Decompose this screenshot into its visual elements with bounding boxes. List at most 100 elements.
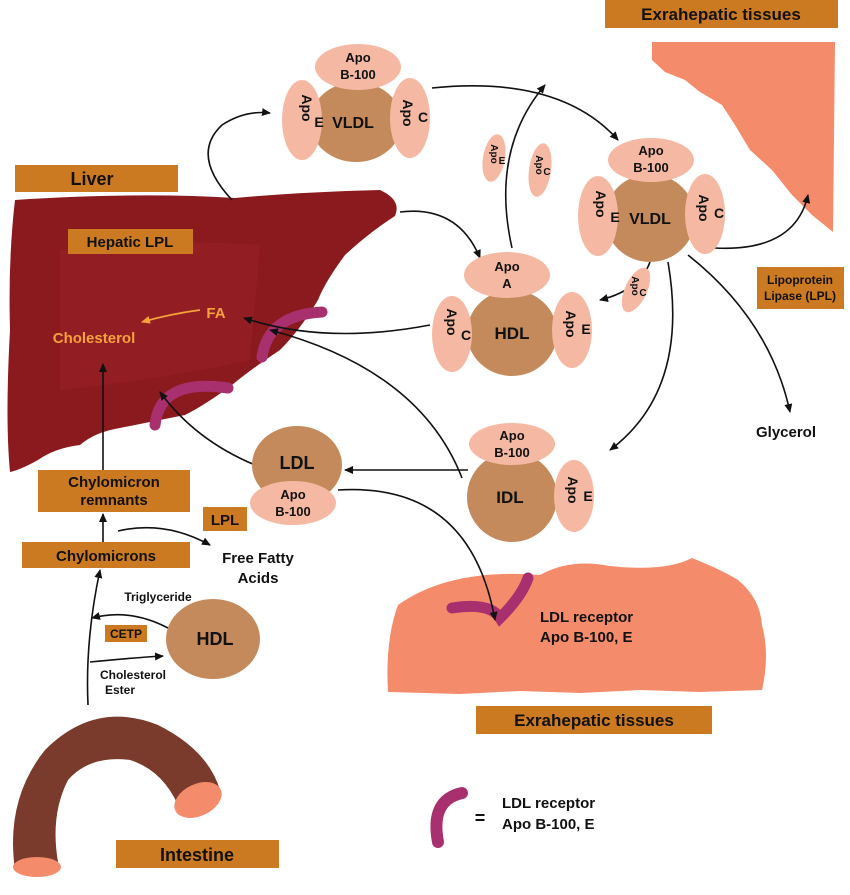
arrow-vldl-to-glycerol <box>687 254 793 413</box>
b100-text: B-100 <box>275 504 310 519</box>
intestine-box <box>116 840 279 868</box>
cholesterol-ester-label-1: Cholesterol <box>100 668 166 682</box>
arrow-hdl-to-liver <box>243 316 431 335</box>
hdl-small: HDL <box>166 599 260 679</box>
free-apo-c-2-pill <box>621 267 651 313</box>
hdl-middle: HDL Apo A Apo C Apo E <box>432 252 592 376</box>
fa-label: FA <box>206 305 225 322</box>
apo-e-text: Apo <box>565 476 581 503</box>
apo-c-text: Apo <box>696 194 712 221</box>
c-text: C <box>714 205 724 221</box>
liver-box <box>15 165 178 192</box>
apo-c-pill <box>685 174 725 254</box>
extrahepatic-tissue-bottom <box>387 558 766 694</box>
apo-text: Apo <box>345 50 370 65</box>
free-apo-c: Apo C <box>528 143 552 197</box>
apo-text: Apo <box>494 259 519 274</box>
tissue-top-box <box>605 0 838 28</box>
triglyceride-label: Triglyceride <box>124 590 192 604</box>
hdl-middle-label: HDL <box>495 324 530 343</box>
hdl-middle-core <box>467 290 557 376</box>
arrow-fa-to-cholesterol <box>141 309 201 324</box>
free-apo-c-2-apo: Apo <box>629 276 640 295</box>
tissue-bottom-box <box>476 706 712 734</box>
apo-a-pill <box>464 252 550 298</box>
intestine-organ <box>13 716 220 870</box>
intestine-label: Intestine <box>160 845 234 865</box>
arrow-liver-to-vldl <box>207 108 271 201</box>
apo-e-text: Apo <box>593 190 609 217</box>
ldl-receptor-tissue-label-2: Apo B-100, E <box>540 629 633 646</box>
free-apo-c-2-c: C <box>639 288 646 299</box>
apo-text: Apo <box>499 428 524 443</box>
ldl: LDL Apo B-100 <box>250 426 342 525</box>
chylomicron-remnants-label-2: remnants <box>80 492 148 509</box>
legend-label-2: Apo B-100, E <box>502 816 595 833</box>
apo-e-text: Apo <box>563 310 579 337</box>
arrow-vldl-to-idl <box>609 261 674 451</box>
apo-b100-pill <box>315 44 401 90</box>
apo-b100-pill <box>250 481 336 525</box>
chylomicrons-label: Chylomicrons <box>56 548 156 565</box>
ldl-label: LDL <box>280 453 315 473</box>
vldl-top-label: VLDL <box>332 115 374 132</box>
b100-text: B-100 <box>633 160 668 175</box>
arrow-vldl-to-tissue <box>714 194 811 250</box>
c-text: C <box>418 109 428 125</box>
arrow-vldl-to-vldl <box>431 85 619 141</box>
b100-text: B-100 <box>340 67 375 82</box>
vldl-right-core <box>605 174 695 262</box>
ldl-receptor-liver-1 <box>256 306 328 363</box>
lpl-box <box>203 507 247 531</box>
free-fatty-acids-label-1: Free Fatty <box>222 550 294 567</box>
lpl-label: LPL <box>211 512 239 529</box>
liver-label: Liver <box>70 169 113 189</box>
apo-e-pill <box>552 292 592 368</box>
extrahepatic-tissue-top <box>652 42 835 232</box>
arrow-hdl-to-apo <box>504 84 546 249</box>
apo-text: Apo <box>280 487 305 502</box>
ldl-receptor-tissue-label-1: LDL receptor <box>540 609 633 626</box>
apo-text: Apo <box>638 143 663 158</box>
e-text: E <box>314 114 323 130</box>
hdl-small-core <box>166 599 260 679</box>
glycerol-label: Glycerol <box>756 424 816 441</box>
idl-core <box>467 452 557 542</box>
cholesterol-ester-label-2: Ester <box>105 683 135 697</box>
arrow-ldl-to-liver <box>159 391 256 466</box>
arrow-hdl-to-triglyceride <box>91 612 169 629</box>
free-apo-e-apo: Apo <box>488 144 499 163</box>
apo-b100-pill <box>469 423 555 465</box>
chylomicrons-box <box>22 542 190 568</box>
c-text: C <box>461 327 471 343</box>
free-apo-c-pill <box>528 143 552 197</box>
arrow-liver-to-hdl <box>399 210 481 259</box>
lipoprotein-lipase-label-2: Lipase (LPL) <box>764 289 836 303</box>
free-apo-e-e: E <box>499 156 506 167</box>
arrow-intestine-to-chylomicrons <box>86 569 103 706</box>
vldl-top: VLDL Apo B-100 Apo E Apo C <box>282 44 430 162</box>
liver-highlight <box>60 242 260 390</box>
chylomicron-remnants-label-1: Chylomicron <box>68 474 160 491</box>
vldl-top-core <box>310 82 402 162</box>
arrow-to-hdl-cholesterol-ester <box>89 652 164 663</box>
apo-c-pill <box>432 296 472 372</box>
arrow-to-free-fatty-acids <box>117 526 211 546</box>
hdl-small-label: HDL <box>197 629 234 649</box>
hepatic-lpl-label: Hepatic LPL <box>87 234 174 251</box>
cetp-box <box>105 625 147 642</box>
free-fatty-acids-label-2: Acids <box>238 570 279 587</box>
lipoprotein-lipase-box <box>757 267 844 309</box>
hepatic-lpl-box <box>68 229 193 254</box>
b100-text: B-100 <box>494 445 529 460</box>
e-text: E <box>581 321 590 337</box>
free-apo-e-pill <box>482 134 506 182</box>
free-apo-c-apo: Apo <box>533 155 544 174</box>
ldl-receptor-tissue <box>446 572 534 627</box>
free-apo-c-2: Apo C <box>621 267 651 313</box>
ldl-receptor-liver-2 <box>149 380 234 431</box>
apo-c-pill <box>390 78 430 158</box>
idl: IDL Apo B-100 Apo E <box>467 423 594 542</box>
apo-e-pill <box>282 80 322 160</box>
